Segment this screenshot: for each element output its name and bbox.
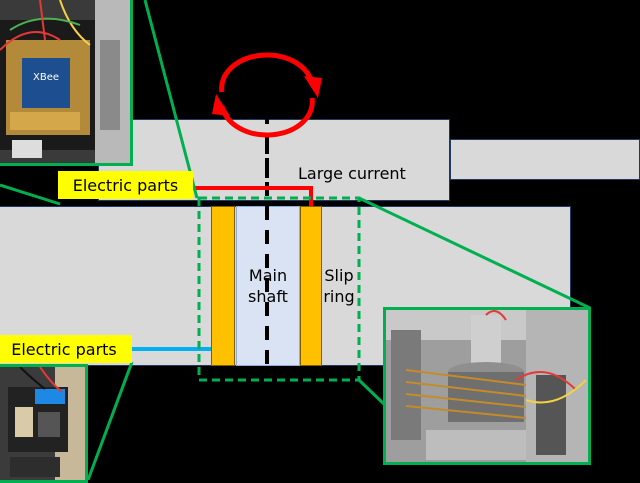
slip-ring-left <box>211 206 235 366</box>
main-shaft-label: Main shaft <box>248 266 288 306</box>
slip-ring-highlight-box <box>197 196 361 382</box>
rotation-arrow-bottom <box>219 97 315 138</box>
slip-ring-right <box>300 206 322 366</box>
red-wire <box>180 186 313 206</box>
rotation-arrow-top <box>219 52 315 93</box>
relay-module-photo <box>0 364 88 483</box>
svg-text:XBee: XBee <box>33 72 59 83</box>
rotation-arrowhead-left <box>212 94 230 116</box>
callout-line-right-b <box>357 378 387 407</box>
slip-ring-label: Slip ring <box>323 266 355 306</box>
callout-line-top-left-b <box>0 183 61 206</box>
callout-line-top-left-a <box>143 0 199 199</box>
electric-parts-label-bottom: Electric parts <box>0 335 132 363</box>
rotation-arrowhead-right <box>304 76 322 98</box>
slip-ring-assembly-photo <box>383 307 591 465</box>
callout-line-right-a <box>358 196 591 310</box>
electric-parts-label-top: Electric parts <box>58 171 193 199</box>
large-current-label: Large current <box>298 164 406 183</box>
upper-housing-extension <box>450 139 640 180</box>
xbee-circuit-board-photo: XBee <box>0 0 133 166</box>
callout-line-bottom-left <box>86 361 134 480</box>
